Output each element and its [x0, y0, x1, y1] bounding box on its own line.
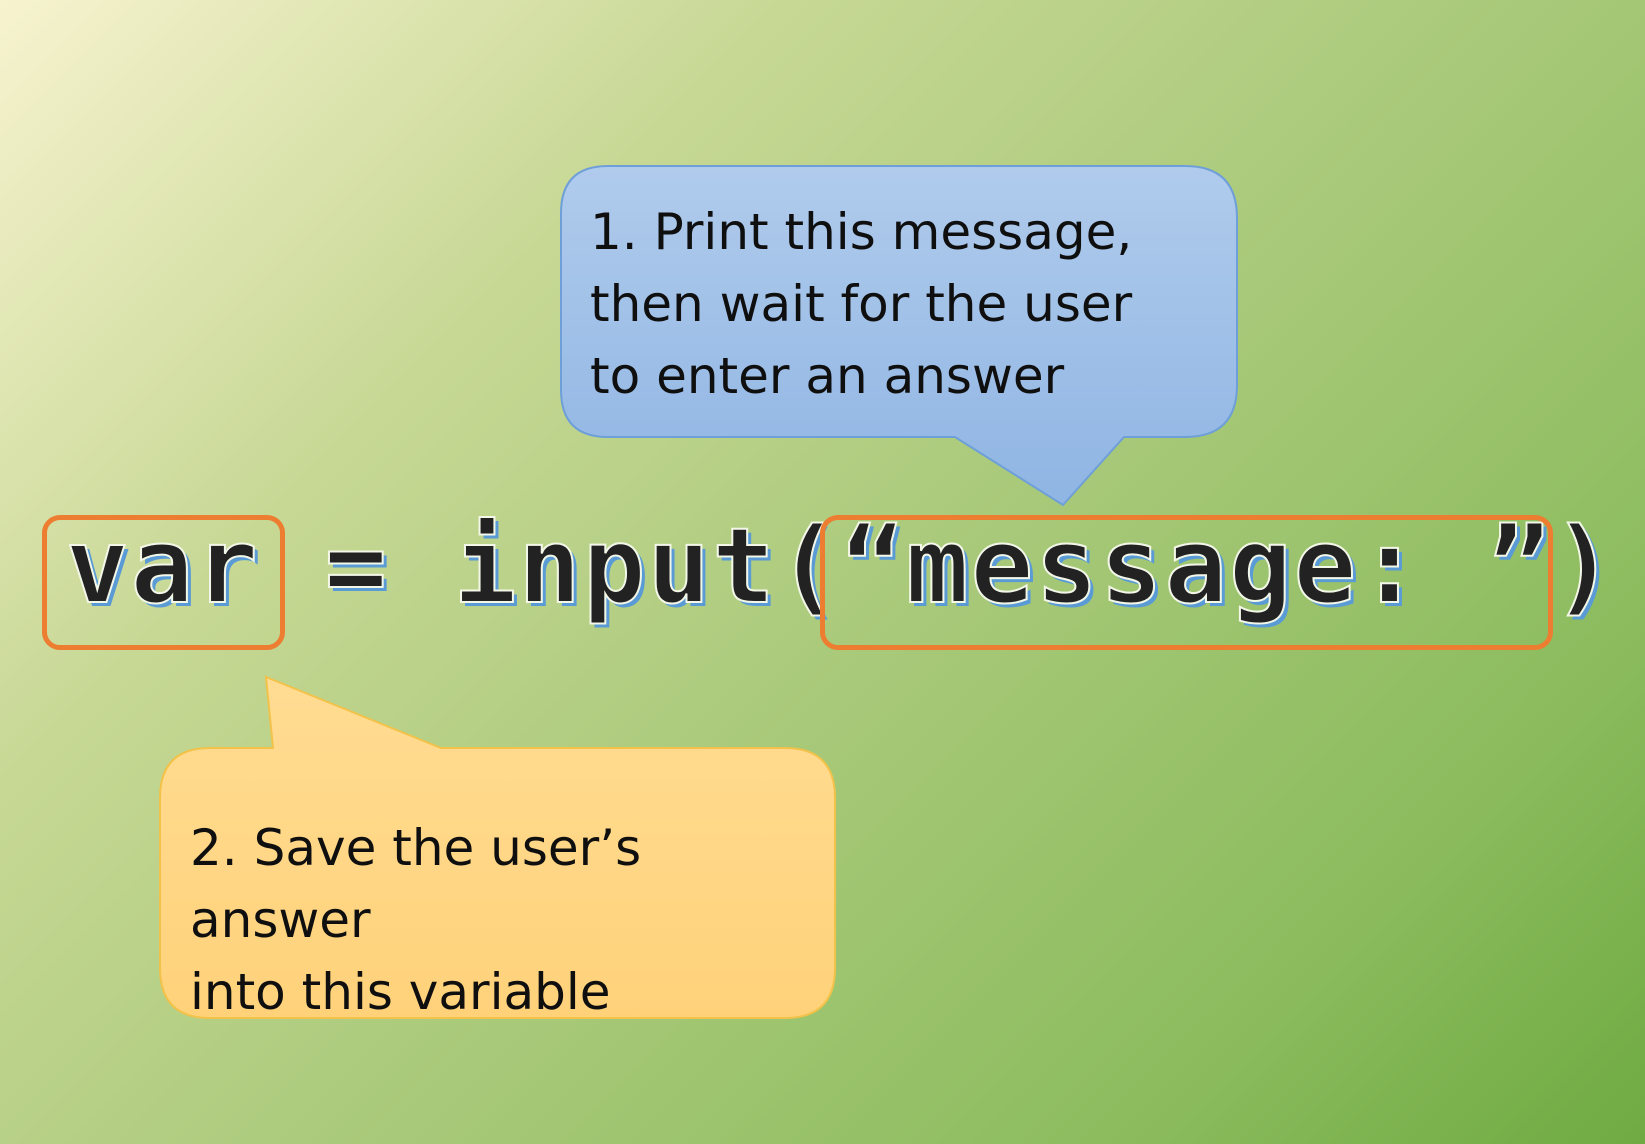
- code-assign-operator: =: [259, 505, 454, 627]
- message-highlight-box: [820, 515, 1553, 650]
- callout-step2-bubble: [159, 675, 836, 1019]
- variable-highlight-box: [42, 515, 285, 650]
- callout-step1-bubble: [560, 165, 1238, 507]
- callout-step2-text: 2. Save the user’s answer into this vari…: [190, 812, 830, 1028]
- callout-step1-line: 1. Print this message,: [590, 203, 1133, 261]
- callout-step2-line: into this variable: [190, 963, 611, 1021]
- callout-step1-text: 1. Print this message, then wait for the…: [590, 196, 1210, 412]
- callout-step2-line: 2. Save the user’s answer: [190, 819, 642, 949]
- callout-step1-line: then wait for the user: [590, 275, 1133, 333]
- code-close-paren: ): [1551, 505, 1617, 627]
- code-string-argument: “message: ”: [840, 505, 1553, 627]
- callout-step1-line: to enter an answer: [590, 347, 1065, 405]
- code-statement: var = input(“message: ”): [65, 505, 1617, 627]
- code-variable: var: [65, 505, 260, 627]
- code-function-call: input(: [453, 505, 842, 627]
